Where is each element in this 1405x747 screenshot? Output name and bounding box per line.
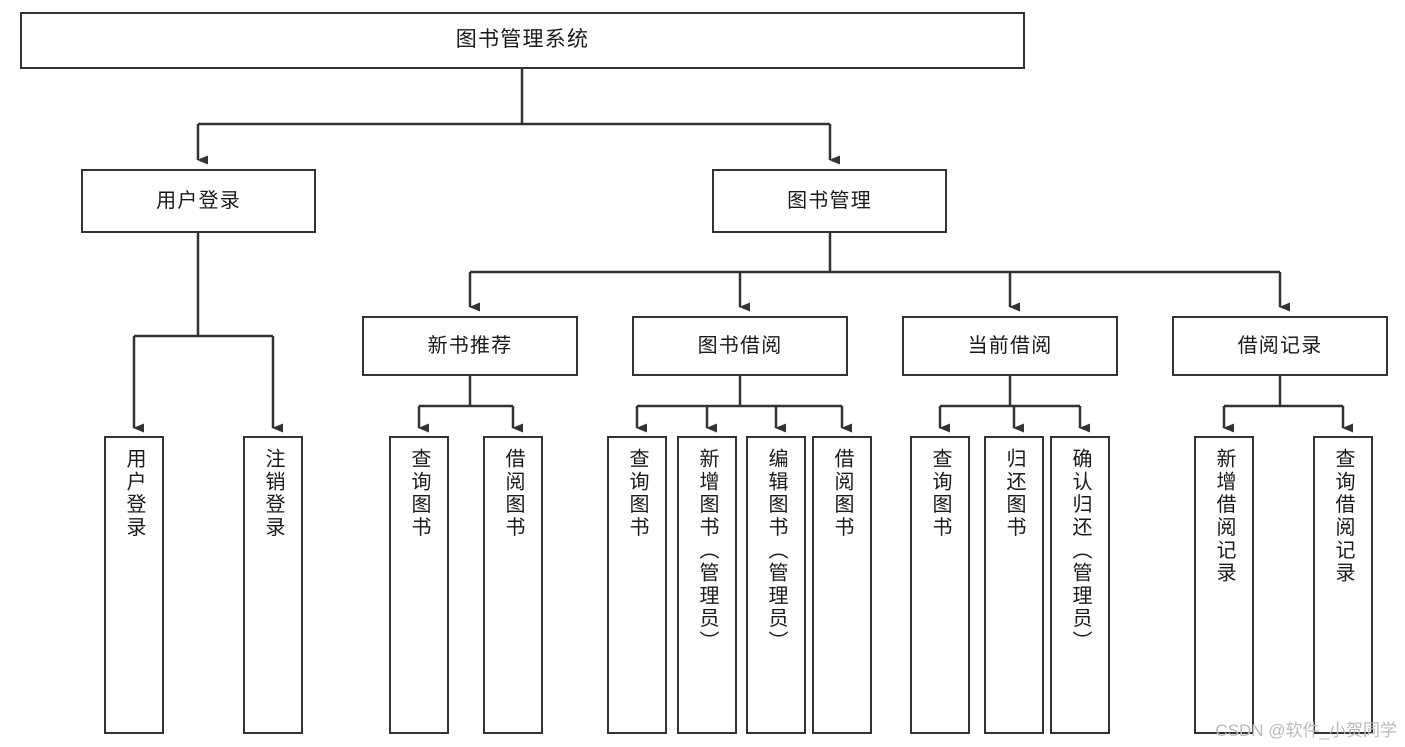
leaf-borrow-add-book-admin[interactable]: 新增图书（管理员） <box>677 436 737 734</box>
node-book-borrow-label: 图书借阅 <box>697 334 783 357</box>
leaf-borrow-edit-book-admin-label: 编辑图书（管理员） <box>765 448 787 654</box>
leaf-borrow-borrow-book-label: 借阅图书 <box>831 448 853 540</box>
node-user-login[interactable]: 用户登录 <box>81 169 316 233</box>
watermark-text: CSDN @软件_小贺同学 <box>1215 721 1397 740</box>
leaf-current-return-book-label: 归还图书 <box>1003 448 1025 540</box>
leaf-user-login-signin[interactable]: 用户登录 <box>104 436 164 734</box>
leaf-records-query[interactable]: 查询借阅记录 <box>1313 436 1373 734</box>
leaf-records-add-label: 新增借阅记录 <box>1213 448 1235 585</box>
leaf-borrow-edit-book-admin[interactable]: 编辑图书（管理员） <box>746 436 806 734</box>
node-borrow-records[interactable]: 借阅记录 <box>1172 316 1388 376</box>
leaf-current-query[interactable]: 查询图书 <box>910 436 970 734</box>
leaf-user-login-signin-label: 用户登录 <box>123 448 145 540</box>
node-book-management[interactable]: 图书管理 <box>712 169 947 233</box>
leaf-current-confirm-return-admin-label: 确认归还（管理员） <box>1069 448 1091 654</box>
node-book-borrow[interactable]: 图书借阅 <box>632 316 848 376</box>
node-borrow-records-label: 借阅记录 <box>1237 334 1323 357</box>
node-book-management-label: 图书管理 <box>787 189 872 212</box>
node-new-book-recommend[interactable]: 新书推荐 <box>362 316 578 376</box>
leaf-borrow-query[interactable]: 查询图书 <box>607 436 667 734</box>
node-new-book-recommend-label: 新书推荐 <box>427 334 513 357</box>
leaf-current-confirm-return-admin[interactable]: 确认归还（管理员） <box>1050 436 1110 734</box>
node-user-login-label: 用户登录 <box>156 189 241 212</box>
leaf-records-query-label: 查询借阅记录 <box>1332 448 1354 585</box>
leaf-records-add[interactable]: 新增借阅记录 <box>1194 436 1254 734</box>
leaf-borrow-borrow-book[interactable]: 借阅图书 <box>812 436 872 734</box>
leaf-current-return-book[interactable]: 归还图书 <box>984 436 1044 734</box>
node-current-borrow-label: 当前借阅 <box>967 334 1053 357</box>
node-root-system-label: 图书管理系统 <box>455 28 590 52</box>
leaf-new-book-borrow[interactable]: 借阅图书 <box>483 436 543 734</box>
node-current-borrow[interactable]: 当前借阅 <box>902 316 1118 376</box>
leaf-new-book-query[interactable]: 查询图书 <box>389 436 449 734</box>
leaf-user-login-signout-label: 注销登录 <box>262 448 284 540</box>
leaf-borrow-add-book-admin-label: 新增图书（管理员） <box>696 448 718 654</box>
node-root-system[interactable]: 图书管理系统 <box>20 12 1025 69</box>
leaf-current-query-label: 查询图书 <box>929 448 951 540</box>
leaf-new-book-query-label: 查询图书 <box>408 448 430 540</box>
leaf-user-login-signout[interactable]: 注销登录 <box>243 436 303 734</box>
leaf-new-book-borrow-label: 借阅图书 <box>502 448 524 540</box>
leaf-borrow-query-label: 查询图书 <box>626 448 648 540</box>
